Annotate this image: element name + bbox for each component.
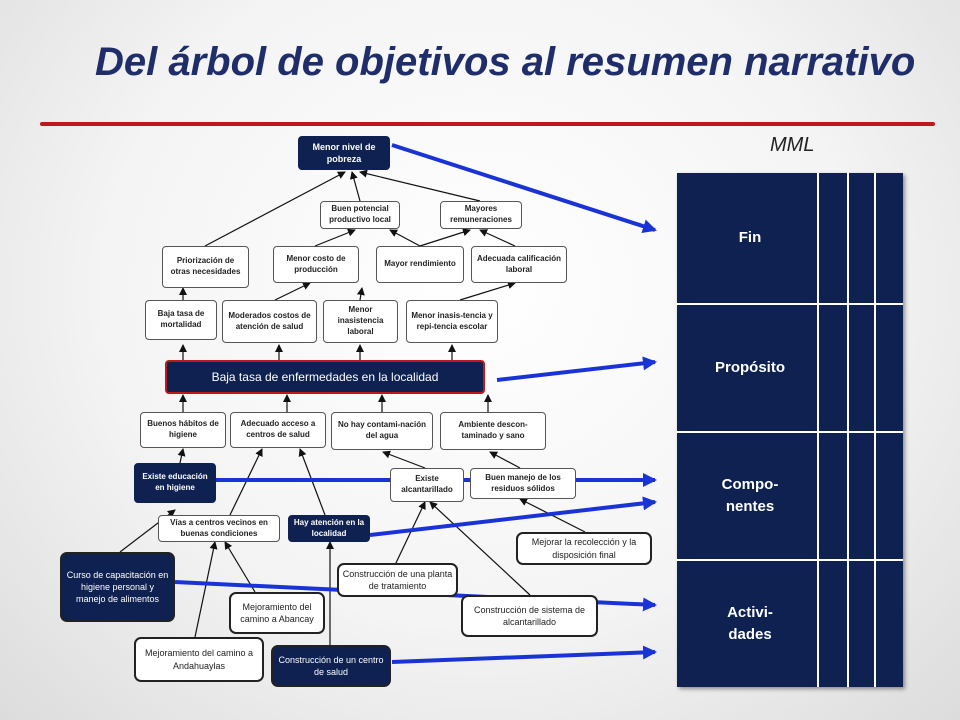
page-title: Del árbol de objetivos al resumen narrat… — [95, 40, 916, 84]
tree-node-level2: Mayores remuneraciones — [440, 201, 522, 229]
link-line — [459, 281, 516, 301]
title-underline — [40, 122, 935, 126]
tree-node-central: Baja tasa de enfermedades en la localida… — [165, 360, 485, 394]
link-line — [204, 171, 346, 247]
tree-node-level4: Menor inasistencia laboral — [323, 300, 398, 343]
link-line — [394, 501, 426, 566]
mml-col-divider — [847, 173, 849, 687]
link-arrow — [496, 356, 657, 382]
tree-node-means1: Ambiente descon-taminado y sano — [440, 412, 546, 450]
tree-node-means2: Existe alcantarillado — [390, 468, 464, 502]
tree-node-means2: Buen manejo de los residuos sólidos — [470, 468, 576, 499]
action-node: Mejoramiento del camino a Abancay — [229, 592, 325, 634]
tree-node-level3: Mayor rendimiento — [376, 246, 464, 283]
tree-node-level3: Adecuada calificación laboral — [471, 246, 567, 283]
tree-node-level3: Menor costo de producción — [273, 246, 359, 283]
action-node: Construcción de sistema de alcantarillad… — [461, 595, 598, 637]
mml-col-divider — [817, 173, 819, 687]
action-node: Curso de capacitación en higiene persona… — [60, 552, 175, 622]
tree-node-level4: Menor inasis-tencia y repi-tencia escola… — [406, 300, 498, 343]
mml-row-actividades: Activi- dades — [677, 559, 903, 687]
link-line — [350, 171, 361, 202]
action-node: Construcción de un centro de salud — [271, 645, 391, 687]
tree-node-means1: Adecuado acceso a centros de salud — [230, 412, 326, 448]
tree-node-level3: Priorización de otras necesidades — [162, 246, 249, 288]
mml-row-label-componentes: Compo- nentes — [721, 475, 779, 516]
link-line — [177, 448, 186, 464]
tree-node-means1: No hay contami-nación del agua — [331, 412, 433, 450]
tree-node-means2: Hay atención en la localidad — [288, 515, 370, 542]
mml-row-label-fin: Fin — [738, 228, 762, 246]
link-line — [356, 287, 365, 301]
action-node: Mejoramiento del camino a Andahuaylas — [134, 637, 264, 682]
link-line — [274, 282, 311, 301]
action-node: Construcción de una planta de tratamient… — [337, 563, 458, 597]
mml-label: MML — [770, 134, 815, 156]
mml-row-fin: Fin — [677, 173, 903, 303]
tree-node-means2: Vías a centros vecinos en buenas condici… — [158, 515, 280, 542]
tree-node-level4: Baja tasa de mortalidad — [145, 300, 217, 340]
action-node: Mejorar la recolección y la disposición … — [516, 532, 652, 565]
link-line — [382, 450, 426, 469]
link-line — [359, 169, 481, 202]
tree-node-level2: Buen potencial productivo local — [320, 201, 400, 229]
mml-matrix: Fin Propósito Compo- nentes Activi- dade… — [677, 173, 903, 687]
tree-node-means2: Existe educación en higiene — [134, 463, 216, 503]
link-line — [389, 229, 421, 247]
mml-row-label-proposito: Propósito — [715, 358, 785, 376]
tree-node-means1: Buenos hábitos de higiene — [140, 412, 226, 448]
mml-row-label-actividades: Activi- dades — [727, 603, 773, 644]
link-line — [489, 451, 521, 469]
link-line — [479, 229, 516, 247]
link-line — [429, 501, 531, 596]
link-arrow — [369, 496, 657, 537]
link-line — [419, 228, 471, 247]
link-arrow — [391, 645, 657, 664]
tree-node-level4: Moderados costos de atención de salud — [222, 300, 317, 343]
mml-col-divider — [874, 173, 876, 687]
mml-row-proposito: Propósito — [677, 303, 903, 431]
link-line — [194, 541, 218, 638]
link-arrow — [391, 143, 657, 233]
tree-node-top: Menor nivel de pobreza — [298, 136, 390, 170]
link-line — [314, 228, 356, 247]
mml-row-componentes: Compo- nentes — [677, 431, 903, 559]
